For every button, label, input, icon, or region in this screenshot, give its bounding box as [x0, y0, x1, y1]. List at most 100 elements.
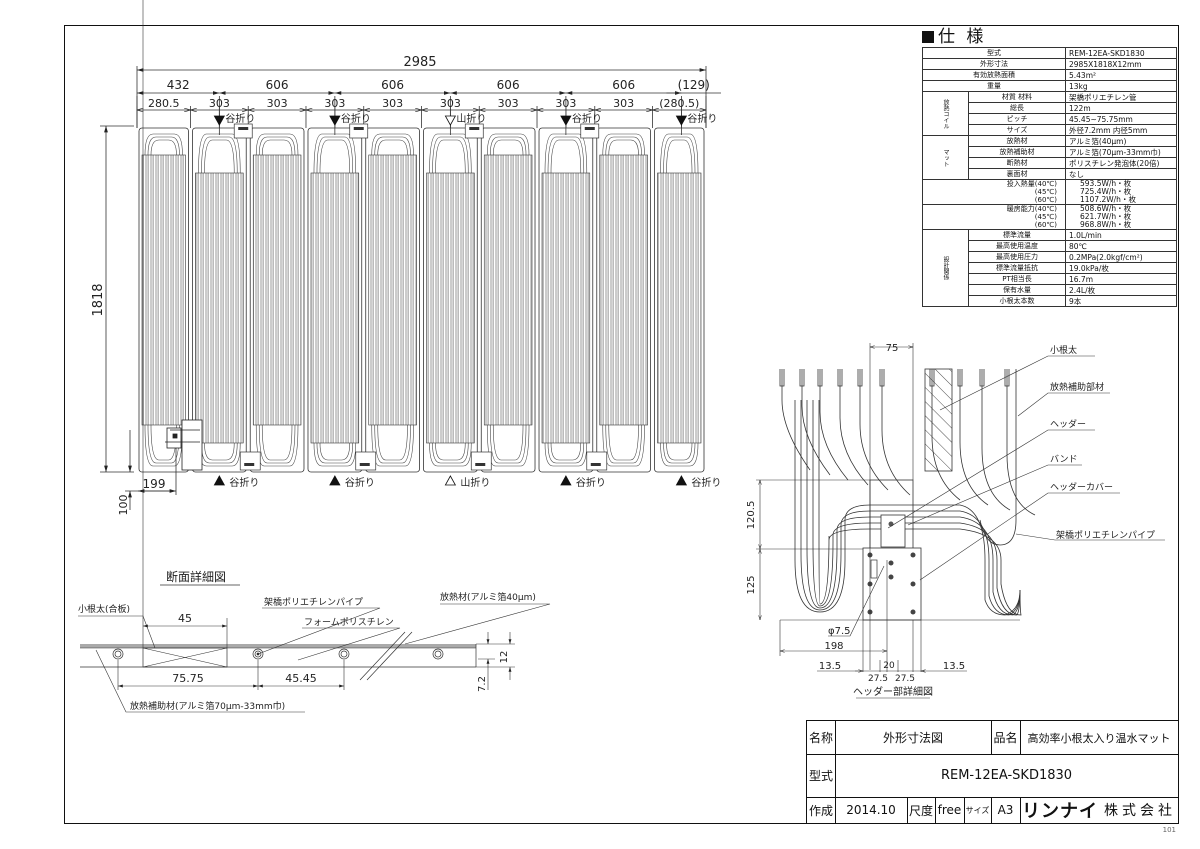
pipe-bend — [660, 133, 699, 174]
spec-multi-value: 621.7W/h・枚 — [1080, 212, 1132, 221]
valley-fold-bottom-icon — [560, 475, 572, 486]
hd-label-band: バンド — [1050, 454, 1077, 465]
joint-tape — [244, 463, 255, 466]
spec-label: 重量 — [922, 80, 1066, 92]
pipe-bend — [550, 442, 582, 461]
product-value: 高効率小根太入り温水マット — [1027, 731, 1171, 745]
spec-label: 材質 材料 — [968, 91, 1066, 103]
spec-value: 2.4L/枚 — [1065, 284, 1177, 296]
joint-box-bottom — [239, 451, 261, 471]
spec-value: アルミ箔(40μm) — [1065, 135, 1177, 147]
spec-row: 放熱コイル材質 材料架橋ポリエチレン管 — [922, 91, 1177, 136]
joint-tape — [590, 463, 601, 466]
dim-overall-width-label: 2985 — [403, 55, 436, 70]
pipe-run — [839, 369, 869, 486]
pipe-bend — [316, 442, 354, 464]
tube-field — [541, 172, 591, 444]
dim-joist-width: 45 — [178, 612, 192, 625]
name-label: 名称 — [807, 721, 836, 754]
dim-thickness: 12 — [499, 651, 510, 664]
hd-dim-h1: 120.5 — [746, 501, 757, 530]
pipe-bend — [261, 139, 293, 156]
pipe-bend — [432, 136, 469, 174]
dim-label: 606 — [497, 78, 520, 92]
pipe-bend — [255, 424, 299, 467]
pipe-bend — [319, 139, 351, 174]
spec-group-label: マット — [922, 135, 969, 180]
hd-dim-left-margin: 13.5 — [819, 661, 841, 672]
dim-pitch-narrow: 45.45 — [285, 672, 317, 685]
spec-label: 投入熱量(40℃)(45℃)(60℃) — [922, 179, 1066, 205]
spec-multi-value: 593.5W/h・枚 — [1080, 179, 1132, 188]
spec-multi-value: 725.4W/h・枚 — [1080, 187, 1132, 196]
spec-value: 45.45~75.75mm — [1065, 113, 1177, 125]
section-detail-title: 断面詳細図 — [166, 569, 226, 584]
dim-header-offset-y: 100 — [117, 495, 130, 516]
spec-row: 放熱補助材アルミ箔(70μm-33mm巾) — [923, 146, 1177, 158]
valley-fold-bottom-icon — [675, 475, 688, 486]
spec-label: 放熱補助材 — [968, 146, 1066, 158]
hd-dim-198: 198 — [824, 641, 843, 652]
pipe-run — [959, 369, 989, 506]
pipe-bend — [377, 139, 408, 156]
spec-value: 外径7.2mm 内径5mm — [1065, 124, 1177, 136]
dim-label: 303 — [209, 97, 230, 110]
pipe-bend — [492, 424, 524, 461]
temp-label: (60℃) — [1034, 221, 1057, 229]
tube-field — [141, 154, 186, 426]
spec-value: なし — [1065, 168, 1177, 180]
pipe-bend — [547, 136, 585, 174]
hd-dim-h2: 125 — [746, 575, 757, 594]
label-pe-pipe: 架橋ポリエチレンパイプ — [264, 596, 363, 608]
valley-fold-top-icon — [560, 115, 572, 126]
pipe-bend — [201, 136, 238, 174]
temp-label: 暖房能力(40℃) — [1006, 205, 1057, 213]
company-name: リンナイ 株式会社 — [1020, 797, 1178, 823]
pipe-bend — [204, 442, 235, 461]
pipe-run — [859, 369, 889, 491]
pipe-bend — [435, 139, 466, 174]
pipe-bend — [602, 424, 645, 467]
temp-label: 投入熱量(40℃) — [1006, 180, 1057, 188]
mat-panel — [596, 127, 651, 473]
dim-label: 303 — [613, 97, 634, 110]
valley-fold-top-icon — [675, 115, 688, 126]
header-detail-title: ヘッダー部詳細図 — [853, 685, 933, 698]
pipe-bend — [429, 442, 472, 467]
spec-value: 9本 — [1065, 295, 1177, 307]
joint-box-top — [580, 123, 600, 139]
pipe-run — [801, 369, 831, 476]
square-bullet-icon — [922, 31, 934, 43]
dim-overall-height-label: 1818 — [91, 283, 106, 316]
hd-dim-sub1: 27.5 — [868, 674, 888, 684]
spec-group-label: 放熱コイル — [922, 91, 969, 136]
hd-label-joist: 小根太 — [1050, 344, 1077, 356]
pipe-bend — [432, 442, 469, 464]
hd-dim-right-margin: 13.5 — [943, 661, 965, 672]
pipe-bend — [147, 136, 180, 156]
pipe-bend — [150, 139, 177, 156]
title-block: 名称 外形寸法図 品名 高効率小根太入り温水マット 型式 REM-12EA-SK… — [806, 720, 1179, 824]
tube-field — [657, 172, 702, 444]
mountain-fold-bottom-icon — [444, 475, 457, 486]
tube-field — [599, 154, 648, 426]
tube-field — [426, 172, 475, 444]
spec-label: 放熱材 — [968, 135, 1066, 147]
hd-dim-sub2: 27.5 — [895, 674, 915, 684]
hd-label-pipe: 架橋ポリエチレンパイプ — [1056, 529, 1155, 541]
spec-label: 型式 — [922, 47, 1066, 59]
dim-label: 606 — [381, 78, 404, 92]
spec-label: 標準流量抵抗 — [968, 262, 1066, 274]
spec-label: 最高使用温度 — [968, 240, 1066, 252]
fold-label-top: 谷折り — [341, 112, 371, 125]
created-label: 作成 — [807, 797, 836, 823]
mat-panel — [480, 127, 536, 473]
spec-value: 13kg — [1065, 80, 1177, 92]
hd-dim-center: 20 — [883, 661, 895, 671]
joint-tape — [475, 463, 486, 466]
pipe-bend — [316, 136, 354, 174]
